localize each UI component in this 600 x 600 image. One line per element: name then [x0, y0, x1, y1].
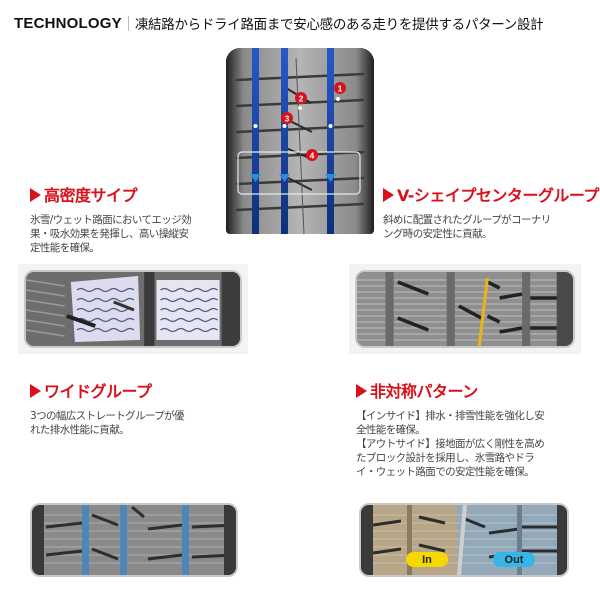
wide-groove-closeup-frame — [24, 497, 244, 583]
feature-desc-wide-groove: 3つの幅広ストレートグループが優 れた排水性能に貢献。 — [30, 410, 185, 436]
feature-title-v-shape-center-groove: V-シェイプセンターグループ — [383, 182, 599, 206]
marker-4: 4 — [306, 149, 318, 161]
marker-3: 3 — [281, 112, 293, 124]
outside-badge: Out — [493, 552, 535, 567]
groove-left — [252, 48, 259, 234]
sipe-closeup-image — [24, 270, 242, 348]
feature-title-wide-groove: ワイドグループ — [30, 378, 152, 402]
asymmetric-closeup-image: In Out — [359, 503, 569, 577]
v-shape-closeup-frame — [349, 264, 581, 354]
triangle-bullet-icon — [30, 384, 41, 398]
feature-desc-v-shape-center-groove: 斜めに配置されたグループがコーナリ ング時の安定性に貢献。 — [383, 214, 551, 240]
triangle-bullet-icon — [383, 188, 394, 202]
tire-tread-illustration: 1 2 3 4 — [226, 48, 374, 234]
feature-desc-asymmetric-pattern: 【インサイド】排水・排雪性能を強化し安 全性能を確保。 【アウトサイド】接地面が… — [356, 410, 545, 478]
feature-title-high-density-sipe: 高密度サイプ — [30, 182, 138, 206]
feature-title-asymmetric-pattern: 非対称パターン — [356, 378, 478, 402]
svg-text:2: 2 — [299, 94, 304, 104]
page-header: TECHNOLOGY 凍結路からドライ路面まで安心感のある走りを提供するパターン… — [14, 12, 544, 34]
triangle-bullet-icon — [30, 188, 41, 202]
v-groove-highlight — [477, 277, 489, 346]
feature-desc-high-density-sipe: 氷雪/ウェット路面においてエッジ効 果・吸水効果を発揮し、高い操縦安 定性能を確… — [30, 214, 192, 254]
svg-text:3: 3 — [285, 114, 290, 124]
section-label: TECHNOLOGY — [14, 14, 122, 32]
svg-text:1: 1 — [338, 84, 343, 94]
marker-1: 1 — [334, 82, 346, 94]
sipe-closeup-frame — [18, 264, 248, 354]
asymmetric-closeup-frame: In Out — [353, 497, 575, 583]
groove-right — [327, 48, 334, 234]
hero-tire-image: 1 2 3 4 — [226, 48, 374, 234]
inside-badge: In — [406, 552, 448, 567]
svg-text:4: 4 — [310, 151, 315, 161]
v-shape-closeup-image — [355, 270, 575, 348]
triangle-bullet-icon — [356, 384, 367, 398]
marker-2: 2 — [295, 92, 307, 104]
wide-groove-closeup-image — [30, 503, 238, 577]
groove-center — [281, 48, 288, 234]
section-subtitle: 凍結路からドライ路面まで安心感のある走りを提供するパターン設計 — [134, 17, 544, 33]
header-divider — [127, 15, 129, 31]
